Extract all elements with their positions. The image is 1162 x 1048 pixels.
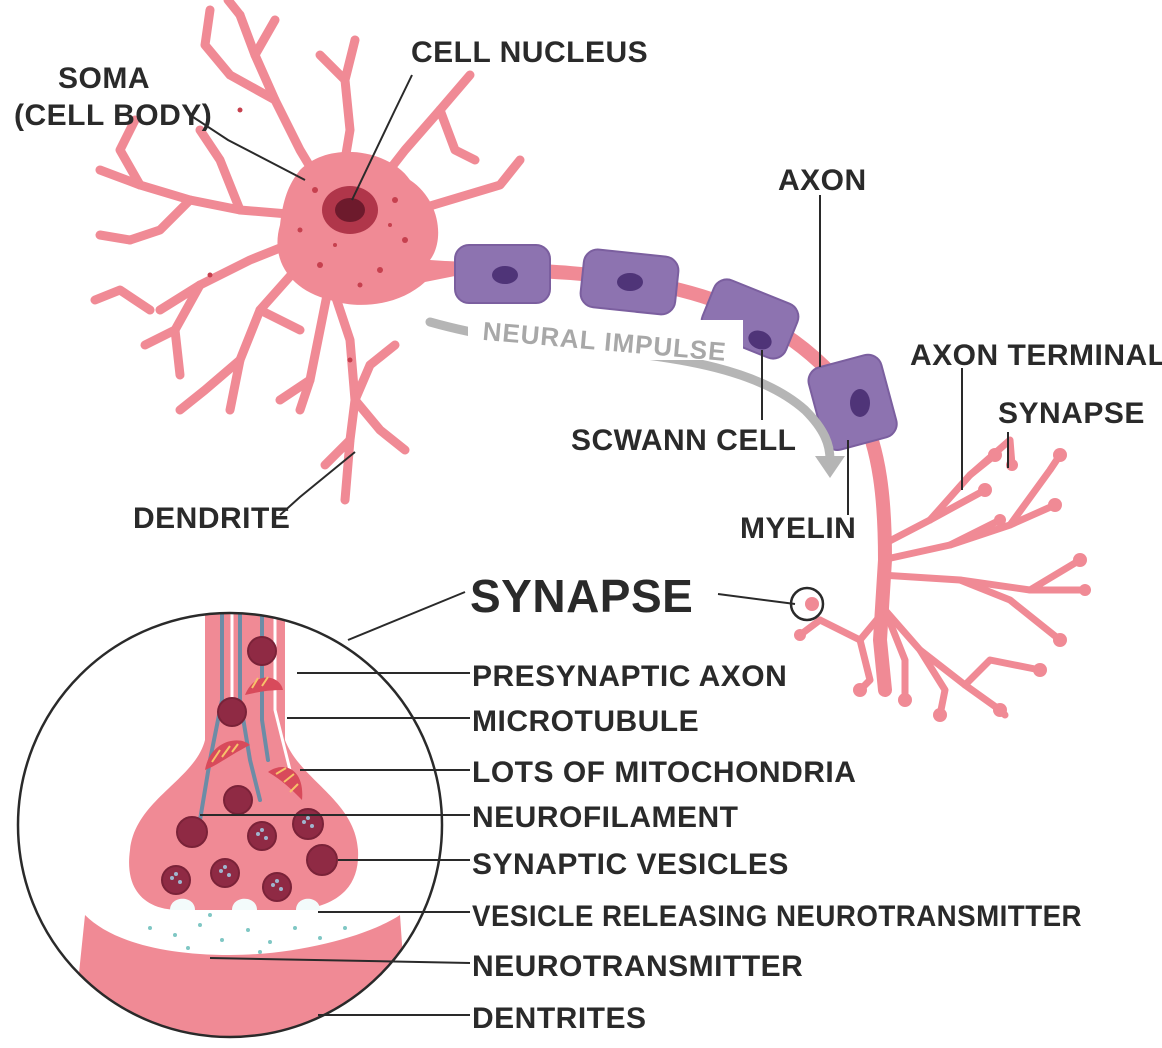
label-cell-nucleus: CELL NUCLEUS [411,36,648,69]
synaptic-vesicle [263,873,291,901]
label-synapse-big: SYNAPSE [470,570,693,622]
synaptic-vesicle [307,845,337,875]
schwann-cell-2 [579,248,680,316]
label-myelin: MYELIN [740,512,856,545]
label-neurofilament: NEUROFILAMENT [472,801,738,834]
label-dendrite: DENDRITE [133,502,290,535]
synaptic-vesicle [248,637,276,665]
label-schwann-cell: SCWANN CELL [571,424,797,457]
synaptic-vesicle [224,786,252,814]
label-axon: AXON [778,164,867,197]
synapse-zoom [18,600,442,1048]
label-microtubule: MICROTUBULE [472,705,699,738]
schwann-cell-1 [455,245,550,303]
label-synapse-small: SYNAPSE [998,397,1145,430]
label-mitochondria: LOTS OF MITOCHONDRIA [472,756,856,789]
synaptic-vesicle [293,809,323,839]
label-soma: SOMA [58,62,150,95]
neuron-dendrites [95,0,520,500]
synaptic-vesicle [162,866,190,894]
label-dentrites: DENTRITES [472,1002,647,1035]
label-synaptic-vesicles: SYNAPTIC VESICLES [472,848,789,881]
synaptic-vesicle [218,698,246,726]
synaptic-vesicle [211,859,239,887]
synaptic-vesicle [177,817,207,847]
label-cell-body: (CELL BODY) [14,99,212,132]
label-vesicle-releasing: VESICLE RELEASING NEUROTRANSMITTER [472,900,1082,933]
label-axon-terminal: AXON TERMINAL [910,339,1162,372]
label-neurotransmitter: NEUROTRANSMITTER [472,950,803,983]
synaptic-vesicle [248,822,276,850]
label-presynaptic-axon: PRESYNAPTIC AXON [472,660,787,693]
